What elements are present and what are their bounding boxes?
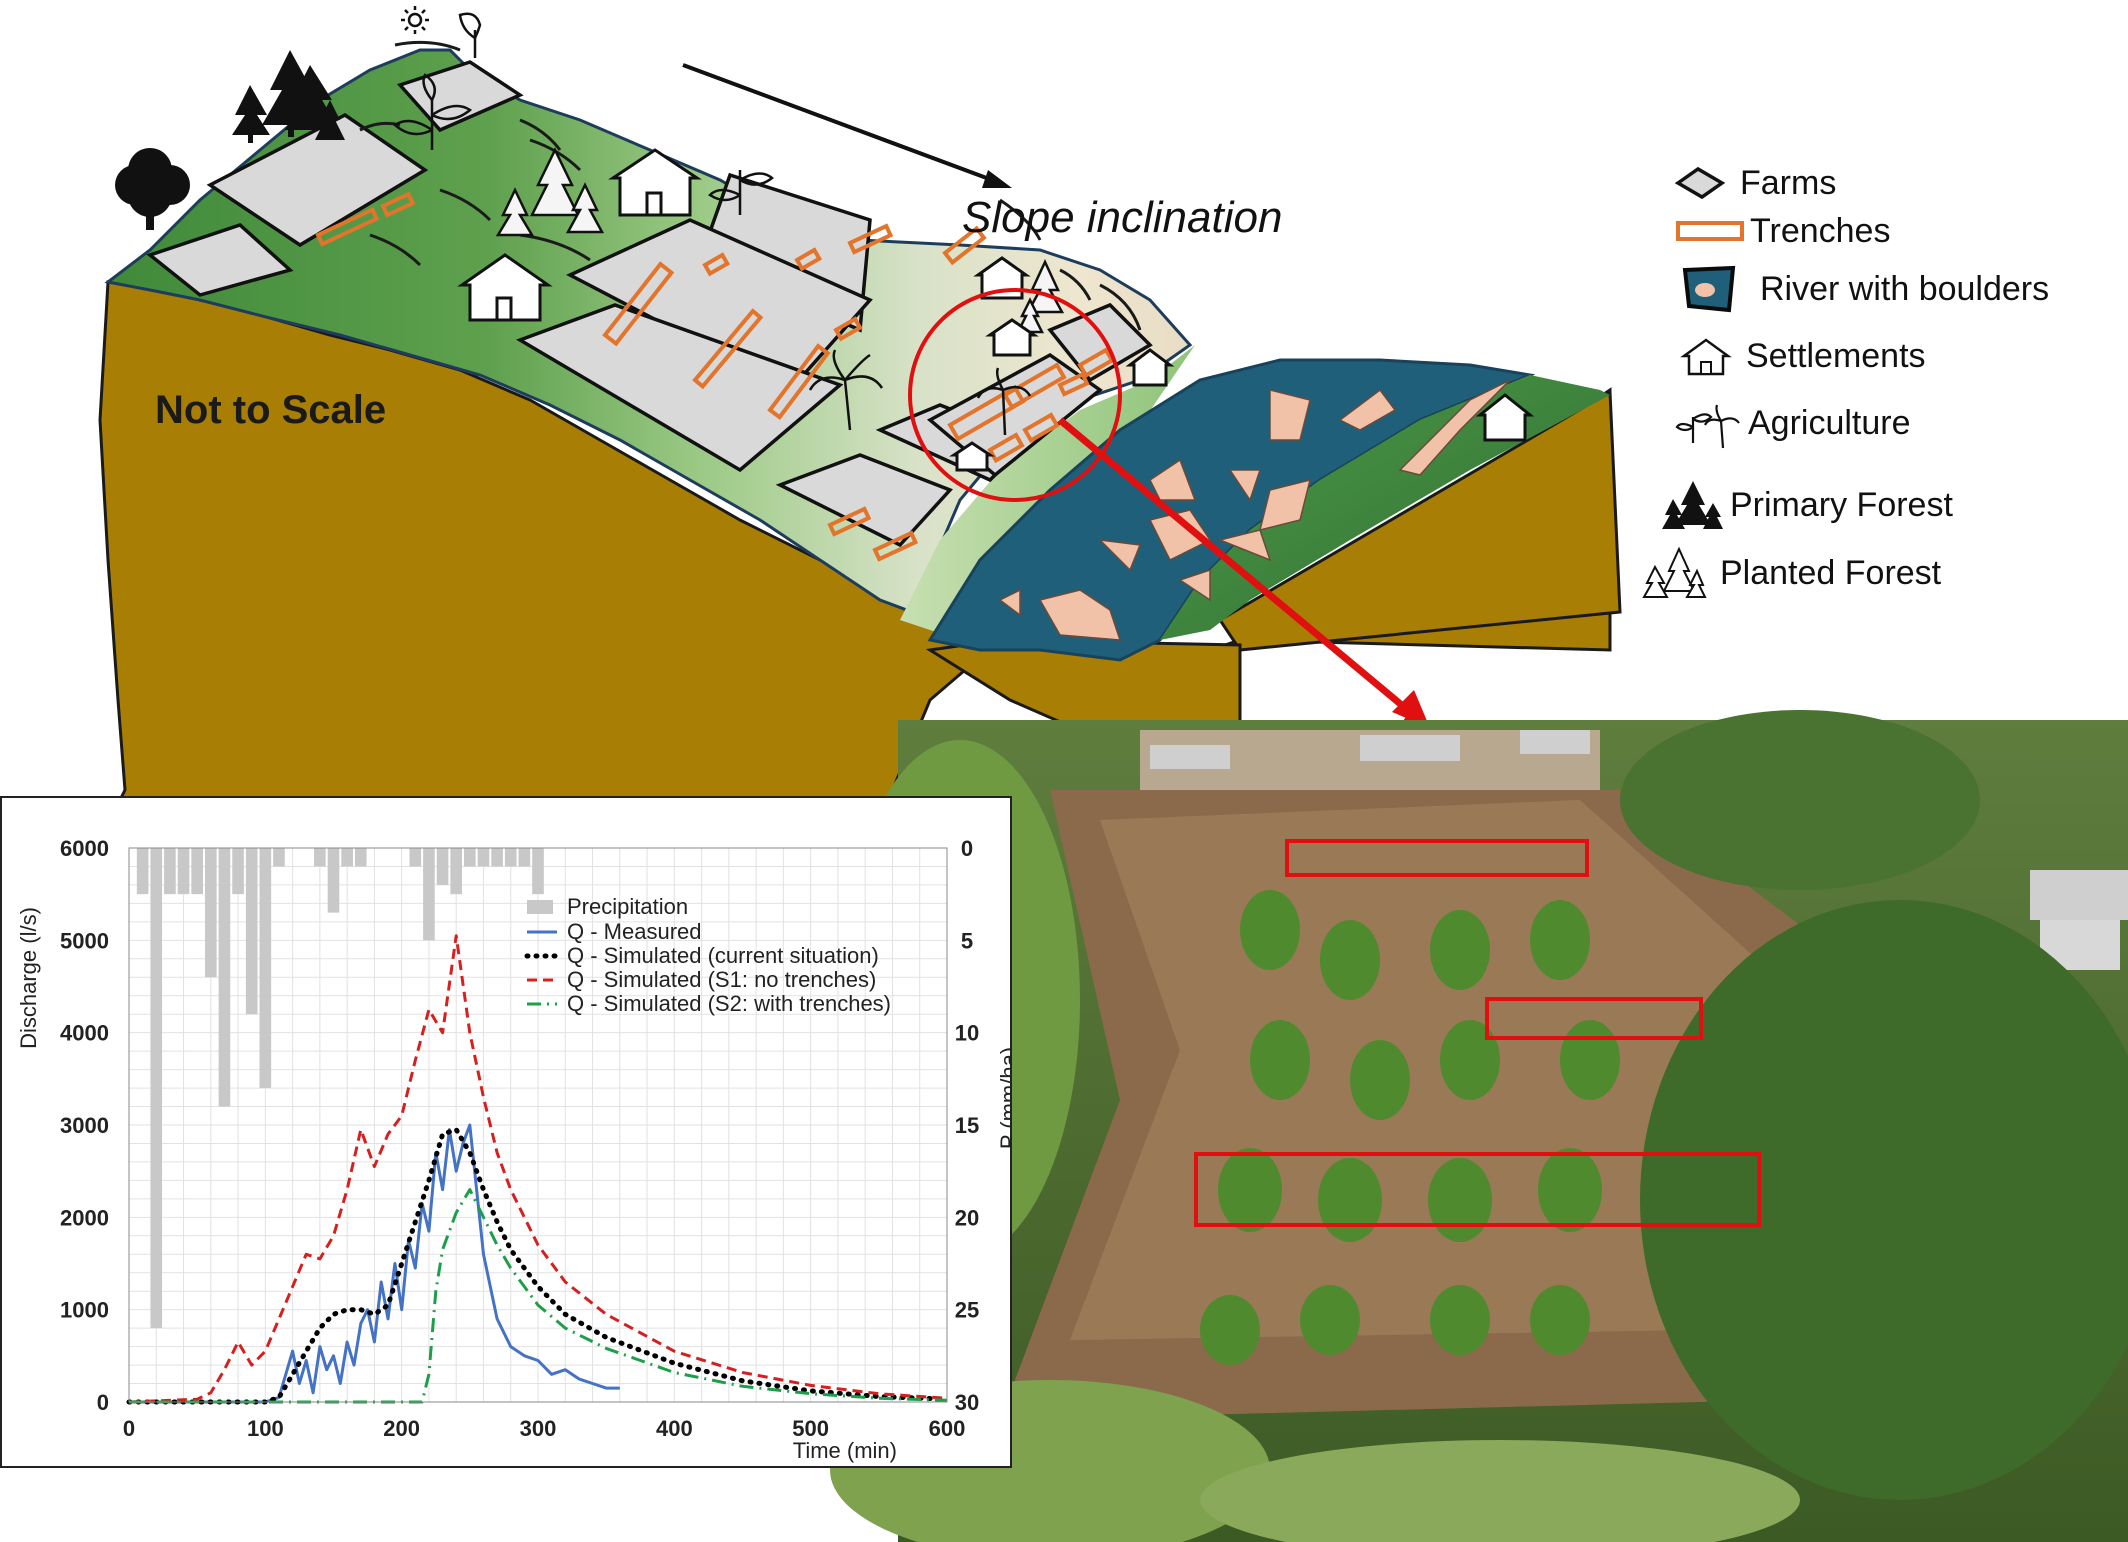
river-boulder-icon (1670, 264, 1750, 314)
legend-label: Planted Forest (1720, 553, 1942, 592)
precipitation-bar (450, 848, 463, 895)
trench-rectangle-icon (1670, 206, 1750, 256)
planted-forest-trees (495, 147, 1065, 334)
precipitation-bar (477, 848, 490, 867)
y2-tick-label: 30 (955, 1390, 979, 1415)
highlight-circle (908, 288, 1122, 502)
legend-label: Primary Forest (1730, 485, 1953, 524)
slope-inclination-label: Slope inclination (962, 193, 1283, 242)
precipitation-bar (518, 848, 531, 867)
farm-plots (146, 60, 1153, 548)
precipitation-bars (136, 848, 544, 1329)
legend-item-primary-forest: Primary Forest (1650, 480, 1953, 530)
legend-label-series-2: Q - Simulated (S1: no trenches) (567, 967, 876, 992)
precipitation-bar (409, 848, 422, 867)
legend-label-precipitation: Precipitation (567, 894, 688, 919)
legend-item-trenches: Trenches (1670, 206, 1890, 256)
legend-label: River with boulders (1760, 269, 2050, 308)
y-tick-label: 0 (97, 1390, 109, 1415)
legend-item-river: River with boulders (1670, 264, 2049, 314)
precipitation-bar (464, 848, 476, 867)
x-tick-label: 400 (656, 1416, 693, 1441)
precipitation-bar (259, 848, 272, 1089)
y-axis-label: Discharge (l/s) (16, 907, 41, 1049)
plot-frame (128, 847, 948, 1403)
x-tick-label: 100 (247, 1416, 284, 1441)
legend-label: Trenches (1750, 211, 1891, 250)
settlement-houses (457, 148, 1535, 472)
y-tick-label: 4000 (60, 1021, 109, 1046)
precipitation-bar (436, 848, 449, 885)
agriculture-plants (392, 6, 1032, 436)
precipitation-bar (341, 848, 353, 867)
legend-swatch-precipitation (527, 900, 553, 914)
legend-label: Settlements (1746, 336, 1926, 375)
precipitation-bar (136, 848, 149, 895)
y2-axis-label: P (mm/ha) (996, 1047, 1010, 1149)
y2-tick-label: 20 (955, 1205, 979, 1230)
discharge-series (126, 934, 950, 1405)
precipitation-bar (423, 848, 435, 941)
legend-label-series-0: Q - Measured (567, 919, 702, 944)
precipitation-bar (491, 848, 503, 867)
y-tick-label: 1000 (60, 1298, 109, 1323)
legend-label-series-1: Q - Simulated (current situation) (567, 943, 879, 968)
plant-icon (1668, 398, 1748, 449)
boulders (998, 379, 1511, 641)
y2-tick-label: 0 (961, 836, 973, 861)
trenches (315, 191, 1115, 562)
primary-forest-trees (115, 50, 345, 230)
x-tick-label: 500 (792, 1416, 829, 1441)
legend-item-settlements: Settlements (1666, 331, 1926, 381)
y-tick-label: 3000 (60, 1113, 109, 1138)
precipitation-bar (191, 848, 203, 895)
x-tick-label: 0 (123, 1416, 135, 1441)
precipitation-bar (232, 848, 244, 895)
legend-label-series-3: Q - Simulated (S2: with trenches) (567, 991, 891, 1016)
precipitation-bar (150, 848, 163, 1329)
precipitation-bar (245, 848, 258, 1015)
legend-label: Farms (1740, 163, 1837, 202)
precipitation-bar (218, 848, 231, 1107)
legend-item-planted-forest: Planted Forest (1632, 546, 1942, 598)
x-tick-label: 200 (383, 1416, 420, 1441)
legend-label: Agriculture (1748, 403, 1911, 442)
series-line-1 (126, 1127, 950, 1405)
x-axis-label: Time (min) (793, 1438, 897, 1463)
precipitation-bar (532, 848, 544, 895)
y2-tick-label: 10 (955, 1021, 979, 1046)
y-tick-label: 2000 (60, 1205, 109, 1230)
legend-item-farms: Farms (1660, 158, 1836, 208)
y2-tick-label: 15 (955, 1113, 979, 1138)
precipitation-bar (164, 848, 176, 895)
legend-item-agriculture: Agriculture (1668, 398, 1911, 449)
outline-tree-icon (1632, 546, 1712, 598)
dense-tree-icon (1650, 480, 1730, 530)
scale-note: Not to Scale (155, 388, 387, 432)
precipitation-bar (314, 848, 326, 867)
precipitation-bar (204, 848, 217, 978)
y-tick-label: 5000 (60, 928, 109, 953)
precipitation-bar (273, 848, 285, 867)
precipitation-bar (504, 848, 517, 867)
slope-arrow (682, 63, 1012, 188)
y-tick-label: 6000 (60, 836, 109, 861)
x-tick-label: 300 (520, 1416, 557, 1441)
series-line-3 (129, 1188, 948, 1404)
y2-tick-label: 25 (955, 1298, 979, 1323)
y2-tick-label: 5 (961, 928, 973, 953)
x-tick-label: 600 (929, 1416, 966, 1441)
precipitation-bar (354, 848, 367, 867)
farm-parallelogram-icon (1660, 158, 1740, 208)
precipitation-bar (177, 848, 190, 895)
soil-right-block (1217, 389, 1622, 652)
house-icon (1666, 331, 1746, 381)
precipitation-bar (327, 848, 340, 913)
aerial-photo (830, 710, 2128, 1542)
